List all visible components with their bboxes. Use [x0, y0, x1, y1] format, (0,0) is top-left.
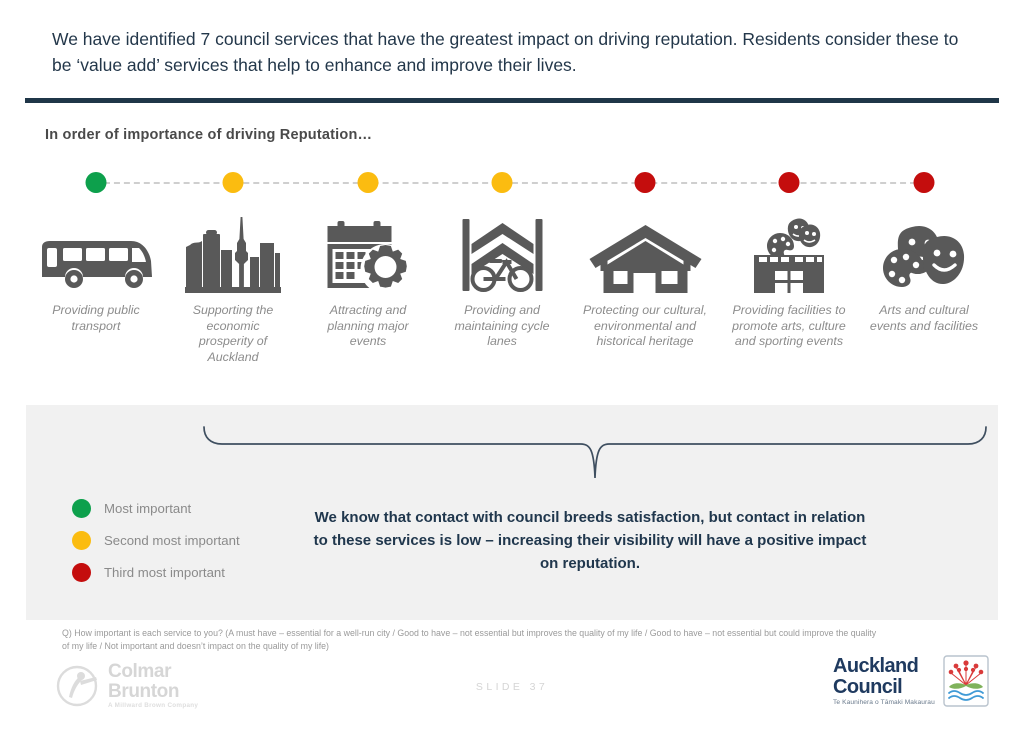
service-label-1: Providing public transport	[52, 303, 140, 333]
legend-row-2: Second most important	[72, 524, 240, 556]
colmar-brunton-logo: Colmar Brunton A Millward Brown Company	[56, 662, 198, 709]
bus-icon	[31, 218, 161, 293]
service-column-3: Attracting and planning major events	[316, 218, 421, 350]
legend-row-1: Most important	[72, 492, 240, 524]
cycle-lane-icon	[450, 218, 555, 293]
auckland-council-line2: Council	[833, 675, 903, 698]
legend-row-3: Third most important	[72, 556, 240, 588]
colmar-brunton-line1: Colmar	[108, 661, 172, 682]
service-column-6: Providing facilities to promote arts, cu…	[729, 218, 849, 350]
insight-panel	[26, 405, 998, 620]
importance-dot-2	[222, 172, 244, 193]
theatre-masks-palette-icon	[864, 218, 984, 293]
service-label-7: Arts and cultural events and facilities	[869, 303, 979, 333]
calendar-gear-icon	[316, 218, 421, 293]
service-label-4: Providing and maintaining cycle lanes	[454, 303, 550, 348]
legend-dot-2	[72, 530, 91, 550]
importance-dot-6	[778, 172, 800, 193]
legend-label-3: Third most important	[104, 564, 225, 580]
auckland-council-maori-name: Te Kaunihera o Tāmaki Makaurau	[833, 698, 935, 706]
callout-text: We know that contact with council breeds…	[313, 509, 867, 572]
heritage-house-icon	[578, 218, 713, 293]
auckland-council-logo: Auckland Council Te Kaunihera o Tāmaki M…	[833, 655, 989, 707]
section-subtitle: In order of importance of driving Reputa…	[45, 127, 373, 143]
legend-dot-1	[72, 498, 91, 518]
service-label-5: Protecting our cultural, environmental a…	[583, 303, 707, 348]
auckland-council-line1: Auckland	[833, 654, 919, 677]
colmar-brunton-tagline: A Millward Brown Company	[108, 702, 199, 709]
importance-dot-5	[634, 172, 656, 193]
importance-dot-4	[491, 172, 513, 193]
colmar-brunton-line2: Brunton	[108, 681, 180, 702]
service-label-6: Providing facilities to promote arts, cu…	[732, 303, 846, 348]
slide-headline: We have identified 7 council services th…	[52, 29, 959, 75]
colmar-brunton-emblem-icon	[56, 665, 98, 706]
importance-dot-1	[85, 172, 107, 193]
grouping-brace	[200, 425, 990, 480]
importance-dot-7	[913, 172, 935, 193]
header-divider-rule	[25, 98, 999, 103]
city-skyline-icon	[178, 217, 288, 293]
slide-number: SLIDE 37	[475, 681, 549, 693]
importance-dot-3	[357, 172, 379, 193]
service-column-1: Providing public transport	[31, 218, 161, 334]
legend-label-2: Second most important	[104, 532, 240, 548]
service-column-5: Protecting our cultural, environmental a…	[578, 218, 713, 350]
legend-label-1: Most important	[104, 500, 192, 516]
importance-dot-timeline	[0, 168, 1024, 198]
service-column-2: Supporting the economic prosperity of Au…	[178, 217, 288, 365]
question-footnote: Q) How important is each service to you?…	[62, 628, 877, 651]
service-label-2: Supporting the economic prosperity of Au…	[192, 303, 274, 364]
service-column-7: Arts and cultural events and facilities	[864, 218, 984, 334]
legend-dot-3	[72, 562, 91, 582]
auckland-council-crest-icon	[943, 655, 989, 707]
arts-venue-icon	[729, 218, 849, 293]
service-label-3: Attracting and planning major events	[327, 303, 409, 348]
service-column-4: Providing and maintaining cycle lanes	[450, 218, 555, 350]
